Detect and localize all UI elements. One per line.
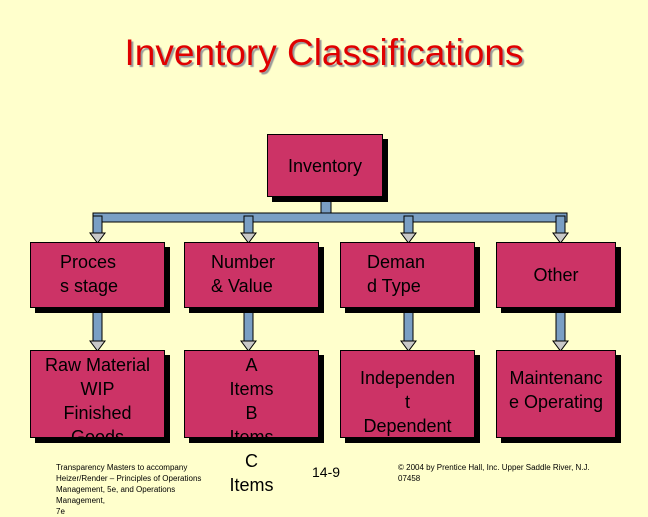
drop-2	[243, 215, 254, 235]
list-item: e Operating	[508, 392, 604, 412]
list-item: t	[404, 392, 410, 412]
page-number: 14-9	[312, 464, 341, 480]
footer-copyright: © 2004 by Prentice Hall, Inc. Upper Sadd…	[398, 462, 638, 484]
list-item: Independen	[359, 368, 456, 388]
tree-connectors	[89, 195, 569, 352]
horizontal-bus	[92, 212, 568, 223]
items-list-other: Maintenanc e Operating	[496, 366, 616, 414]
category-label-line: & Value	[211, 276, 273, 296]
category-label-number-value: Number & Value	[211, 250, 311, 298]
arrowhead-2	[240, 232, 257, 244]
items-list-process-stage: Raw Material WIP Finished Goods	[30, 353, 165, 449]
footer-line: Transparency Masters to accompany	[56, 463, 188, 472]
items-box-process-stage	[30, 350, 165, 438]
list-item: B	[245, 403, 258, 423]
items-box-other	[496, 350, 616, 438]
items-box-demand-type	[340, 350, 475, 438]
category-label-other: Other	[533, 265, 579, 285]
drop-8	[555, 307, 566, 343]
category-box-process-stage	[30, 242, 165, 308]
list-item: Dependent	[363, 416, 452, 436]
category-box-other	[496, 242, 616, 308]
drop-6	[243, 307, 254, 343]
category-label-process-stage: Proces s stage	[60, 250, 160, 298]
drop-5	[92, 307, 103, 343]
category-label-line: s stage	[60, 276, 119, 296]
arrowhead-1	[89, 232, 106, 244]
items-list-demand-type: Independen t Dependent	[340, 366, 475, 438]
footer-line: © 2004 by Prentice Hall, Inc. Upper Sadd…	[398, 463, 590, 472]
drop-4	[555, 215, 566, 235]
footer-line: 07458	[398, 474, 421, 483]
category-label-demand-type: Deman d Type	[367, 250, 467, 298]
arrowhead-4	[552, 232, 569, 244]
list-item: Items	[229, 475, 274, 495]
arrowhead-6	[240, 340, 257, 352]
list-item: A	[245, 355, 258, 375]
arrowhead-7	[400, 340, 417, 352]
list-item: Items	[229, 427, 274, 447]
drop-3	[403, 215, 414, 235]
list-item: Goods	[70, 427, 125, 447]
arrowhead-3	[400, 232, 417, 244]
list-item: WIP	[80, 379, 115, 399]
category-label-line: Proces	[60, 252, 117, 272]
list-item: Finished	[63, 403, 132, 423]
items-box-number-value	[184, 350, 319, 438]
category-box-demand-type	[340, 242, 475, 308]
footer-line: Heizer/Render – Principles of Operations	[56, 474, 202, 483]
category-box-number-value	[184, 242, 319, 308]
items-list-number-value: A Items B Items C Items	[184, 353, 319, 497]
arrowhead-5	[89, 340, 106, 352]
list-item: Raw Material	[44, 355, 151, 375]
page-title: Inventory Classifications	[124, 32, 524, 73]
footer-line: Management, 5e, and Operations Managemen…	[56, 485, 176, 505]
category-label-line: Number	[211, 252, 276, 272]
arrowhead-8	[552, 340, 569, 352]
list-item: Maintenanc	[509, 368, 603, 388]
list-item: Items	[229, 379, 274, 399]
footer-credit-left: Transparency Masters to accompany Heizer…	[56, 462, 226, 517]
drop-1	[92, 215, 103, 235]
drop-7	[403, 307, 414, 343]
footer-line: 7e	[56, 507, 65, 516]
list-item: C	[245, 451, 258, 471]
category-label-line: d Type	[367, 276, 421, 296]
category-label-line: Deman	[367, 252, 426, 272]
root-box	[267, 134, 383, 197]
root-label: Inventory	[287, 156, 363, 176]
